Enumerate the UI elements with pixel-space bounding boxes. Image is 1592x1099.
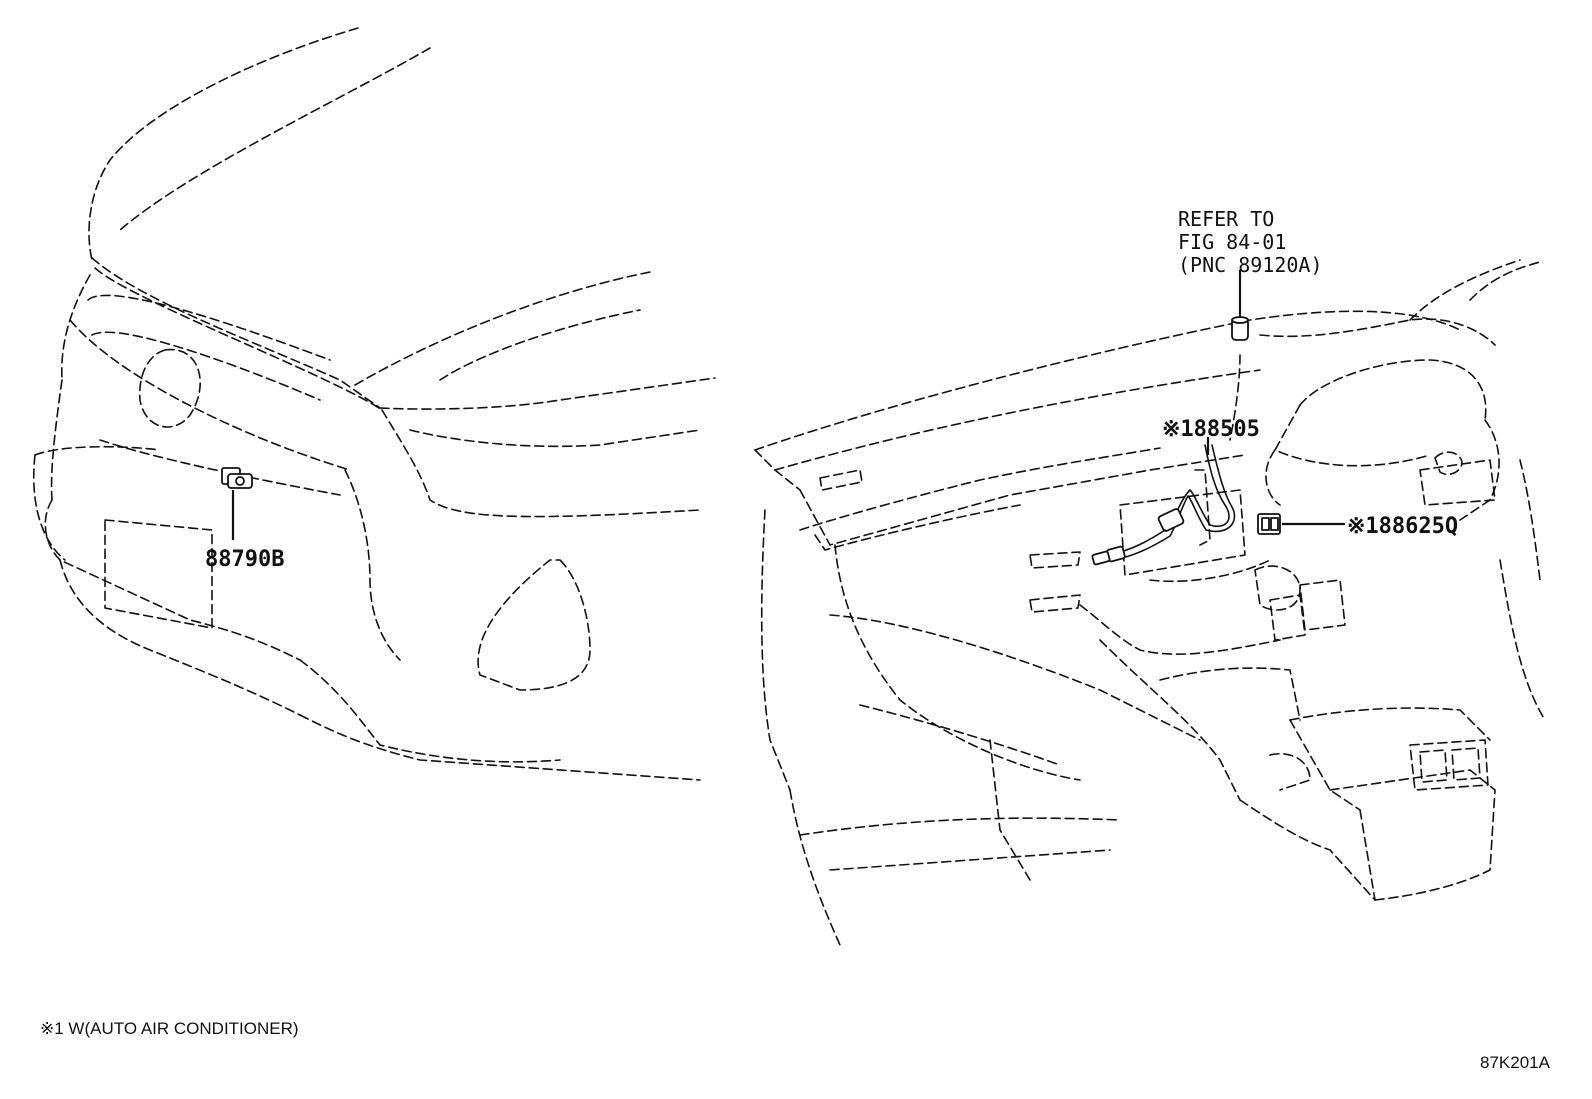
room-temperature-sensor-hose: [1091, 444, 1236, 566]
reference-part-clip: [1231, 316, 1249, 341]
part-number-88790B[interactable]: 88790B: [205, 547, 284, 572]
refer-to-line2: FIG 84-01: [1178, 230, 1286, 254]
part-number-88505[interactable]: ※188505: [1162, 417, 1260, 442]
vehicle-front-exterior: [32, 27, 716, 781]
dashboard-interior: [754, 259, 1546, 946]
refer-to-line3: (PNC 89120A): [1178, 253, 1323, 277]
ambient-temperature-sensor: [221, 467, 253, 489]
figure-code: 87K201A: [1480, 1053, 1551, 1072]
refer-to-line1: REFER TO: [1178, 207, 1274, 231]
air-conditioning-panel: [1257, 513, 1281, 535]
part-number-88625Q[interactable]: ※188625Q: [1347, 514, 1458, 539]
footnote: ※1 W(AUTO AIR CONDITIONER): [40, 1019, 299, 1038]
